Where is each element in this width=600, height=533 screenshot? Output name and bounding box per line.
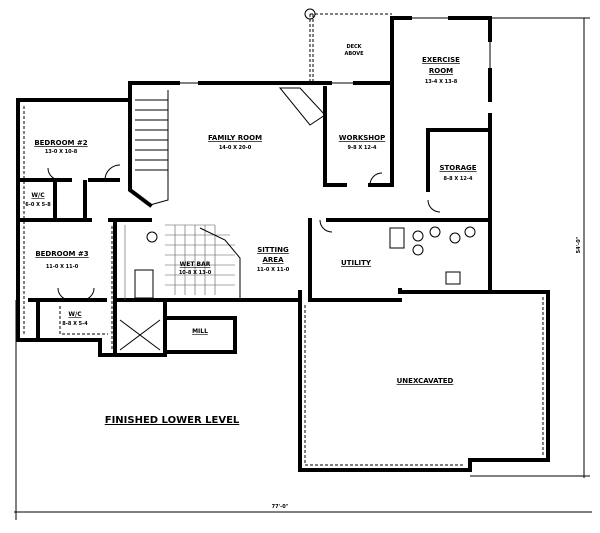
sitting-area-label: SITTING (257, 246, 289, 254)
sitting-area-size: 11-0 X 11-0 (257, 267, 290, 273)
stairs (135, 90, 169, 206)
wet-bar-counter (124, 224, 241, 300)
exercise-room-size: 13-4 X 13-8 (425, 79, 458, 85)
family-room-size: 14-0 X 20-0 (219, 145, 252, 151)
bedroom2-size: 13-0 X 10-8 (45, 149, 78, 155)
wic1-label: W/C (31, 192, 45, 199)
overall-depth: 54'-0" (576, 236, 582, 253)
mill-label: MILL (192, 328, 208, 335)
storage-size: 8-8 X 12-4 (444, 176, 473, 182)
exercise-room-label: EXERCISE (422, 56, 460, 64)
wet-bar-label: WET BAR (180, 261, 211, 268)
bedroom3-label: BEDROOM #3 (35, 250, 88, 258)
utility-equipment (389, 226, 476, 285)
wic2-label: W/C (68, 311, 82, 318)
fireplace (278, 87, 326, 126)
wic2-size: 8-8 X 5-4 (62, 321, 88, 327)
utility-label: UTILITY (341, 259, 372, 267)
deck-label2: ABOVE (344, 51, 364, 57)
overall-width: 77'-0" (272, 504, 289, 510)
workshop-label: WORKSHOP (339, 134, 385, 142)
family-room-label: FAMILY ROOM (208, 134, 262, 142)
bedroom3-size: 11-0 X 11-0 (46, 264, 79, 270)
walls (16, 16, 550, 472)
storage-label: STORAGE (439, 164, 476, 172)
deck-label: DECK (346, 44, 362, 50)
wet-bar-size: 10-8 X 13-0 (179, 270, 212, 276)
unexcavated-label: UNEXCAVATED (397, 377, 454, 385)
exercise-room-label2: ROOM (429, 67, 453, 75)
sitting-area-label2: AREA (262, 256, 284, 264)
dimension-lines (14, 17, 592, 520)
deck-outline (304, 8, 392, 82)
plan-title: FINISHED LOWER LEVEL (105, 415, 240, 426)
doors (47, 164, 441, 301)
windows-and-details (23, 17, 544, 466)
bedroom2-label: BEDROOM #2 (34, 139, 87, 147)
workshop-size: 9-8 X 12-4 (348, 145, 377, 151)
wic1-size: 6-0 X 5-8 (25, 202, 51, 208)
